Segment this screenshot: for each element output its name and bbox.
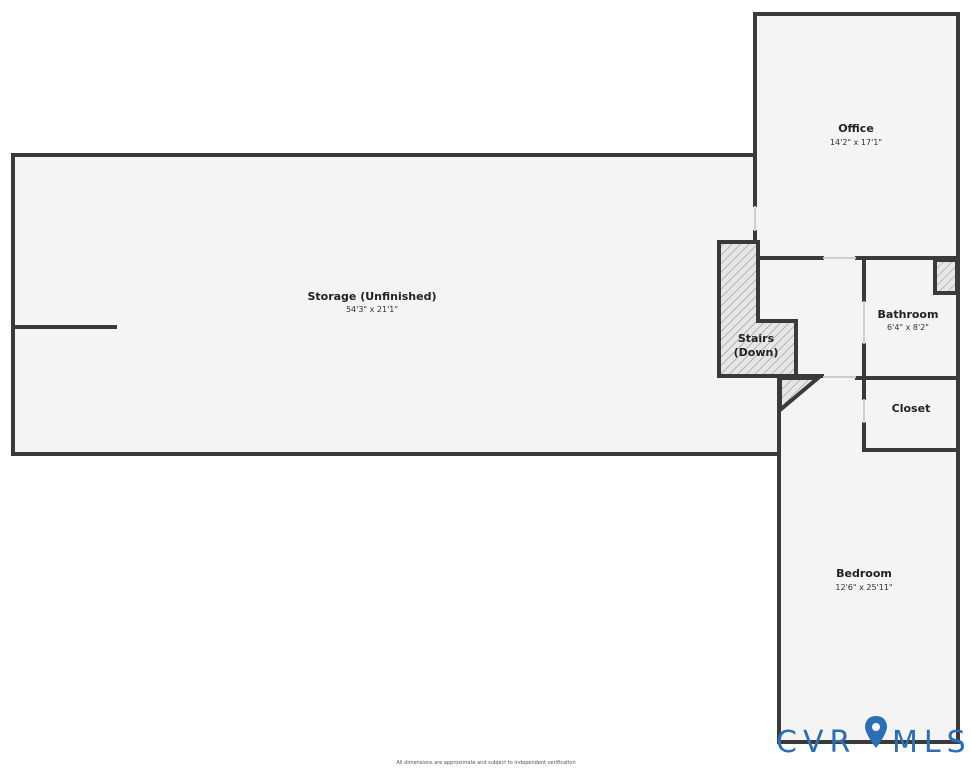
bathroom-dims: 6'4" x 8'2" bbox=[887, 323, 929, 332]
location-pin-icon bbox=[865, 716, 887, 748]
bedroom-floor bbox=[779, 378, 958, 742]
stairs-label: Stairs bbox=[738, 332, 775, 345]
closet-label: Closet bbox=[892, 402, 931, 415]
storage-wall bbox=[11, 153, 780, 456]
bedroom-wall bbox=[777, 376, 960, 744]
door-openings bbox=[754, 206, 865, 423]
bathroom-label: Bathroom bbox=[878, 308, 939, 321]
logo-text-right: MLS bbox=[892, 725, 971, 760]
walls bbox=[11, 12, 960, 744]
bedroom-label: Bedroom bbox=[836, 567, 892, 580]
bathroom-shaft-hatch bbox=[933, 258, 959, 295]
office-floor bbox=[755, 14, 958, 258]
storage-label: Storage (Unfinished) bbox=[307, 290, 436, 303]
stairs-label-sub: (Down) bbox=[734, 346, 779, 359]
cvr-mls-logo: CVR MLS bbox=[776, 716, 971, 760]
office-dims: 14'2" x 17'1" bbox=[830, 138, 882, 147]
logo-text-left: CVR bbox=[776, 725, 856, 760]
disclaimer: All dimensions are approximate and subje… bbox=[396, 760, 575, 766]
storage-dims: 54'3" x 21'1" bbox=[346, 305, 398, 314]
storage-floor bbox=[13, 155, 778, 454]
stairs-wall bbox=[717, 240, 824, 378]
office-label: Office bbox=[838, 122, 874, 135]
bedroom-dims: 12'6" x 25'11" bbox=[835, 583, 892, 592]
